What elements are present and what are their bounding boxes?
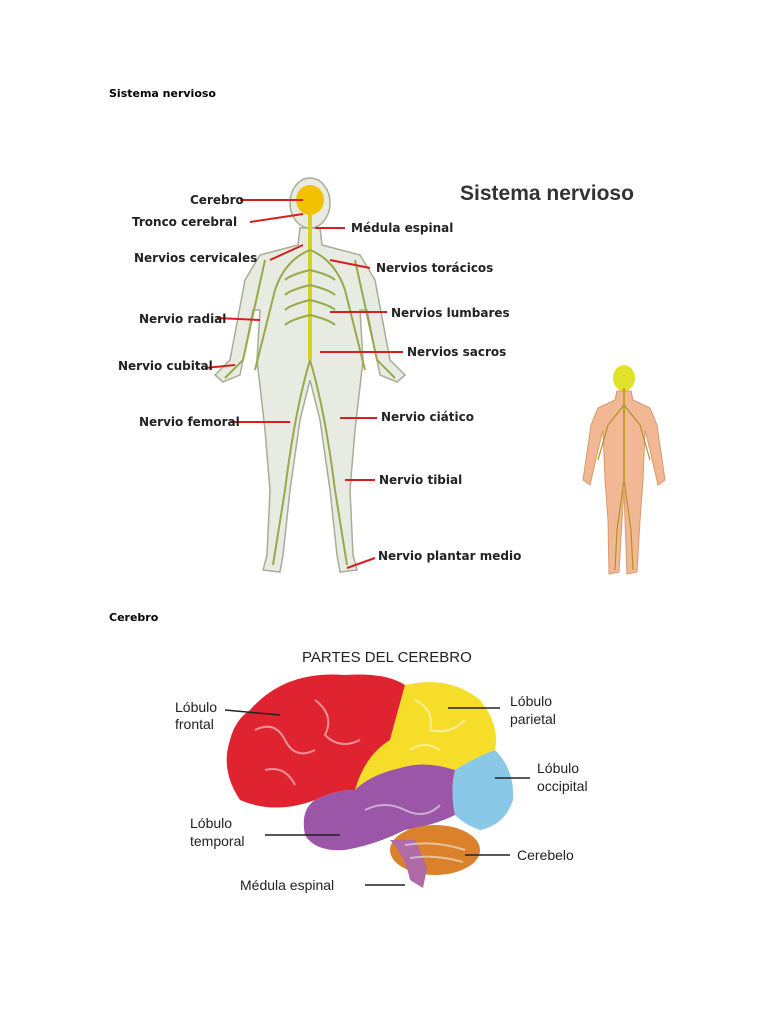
- label-nervio-cubital: Nervio cubital: [118, 359, 213, 373]
- brain-stem: [390, 840, 427, 888]
- nerves-icon: [224, 215, 396, 566]
- label-nervios-cervicales: Nervios cervicales: [134, 251, 257, 265]
- label-lobulo-parietal-1: Lóbulo: [510, 693, 552, 709]
- label-nervio-radial: Nervio radial: [139, 312, 226, 326]
- label-tronco-cerebral: Tronco cerebral: [132, 215, 237, 229]
- parietal-lobe: [355, 682, 496, 790]
- brain-icon: [296, 185, 324, 215]
- label-nervios-sacros: Nervios sacros: [407, 345, 506, 359]
- label-lobulo-temporal-1: Lóbulo: [190, 815, 232, 831]
- label-nervio-tibial: Nervio tibial: [379, 473, 462, 487]
- label-lobulo-occipital-2: occipital: [537, 778, 588, 794]
- label-nervio-plantar-medio: Nervio plantar medio: [378, 549, 521, 563]
- nervous-system-figure: Cerebro Tronco cerebral Nervios cervical…: [118, 177, 666, 575]
- label-cerebro: Cerebro: [190, 193, 244, 207]
- label-lobulo-temporal-2: temporal: [190, 833, 244, 849]
- label-lobulo-frontal-1: Lóbulo: [175, 699, 217, 715]
- brain-figure-title: PARTES DEL CEREBRO: [302, 649, 472, 666]
- brain-folds: [254, 699, 466, 863]
- label-nervios-lumbares: Nervios lumbares: [391, 306, 510, 320]
- back-view-figure: [582, 365, 666, 575]
- label-lobulo-occipital-1: Lóbulo: [537, 760, 579, 776]
- figure-title: Sistema nervioso: [460, 182, 634, 205]
- label-nervio-ciatico: Nervio ciático: [381, 410, 474, 424]
- heading-sistema-nervioso: Sistema nervioso: [109, 87, 216, 100]
- frontal-lobe: [226, 674, 405, 808]
- label-nervios-toracicos: Nervios torácicos: [376, 261, 493, 275]
- brain-leader-lines: [224, 707, 530, 886]
- temporal-lobe: [303, 764, 455, 851]
- label-nervio-femoral: Nervio femoral: [139, 415, 240, 429]
- heading-cerebro: Cerebro: [109, 611, 159, 624]
- label-medula-espinal-brain: Médula espinal: [240, 877, 334, 893]
- label-cerebelo: Cerebelo: [517, 847, 574, 863]
- label-lobulo-parietal-2: parietal: [510, 711, 556, 727]
- occipital-lobe: [452, 750, 514, 830]
- label-medula-espinal: Médula espinal: [351, 221, 453, 235]
- label-lobulo-frontal-2: frontal: [175, 716, 214, 732]
- leader-lines: [204, 199, 403, 569]
- brain-parts-figure: PARTES DEL CEREBRO Lóbulo frontal Lóbulo…: [175, 649, 588, 893]
